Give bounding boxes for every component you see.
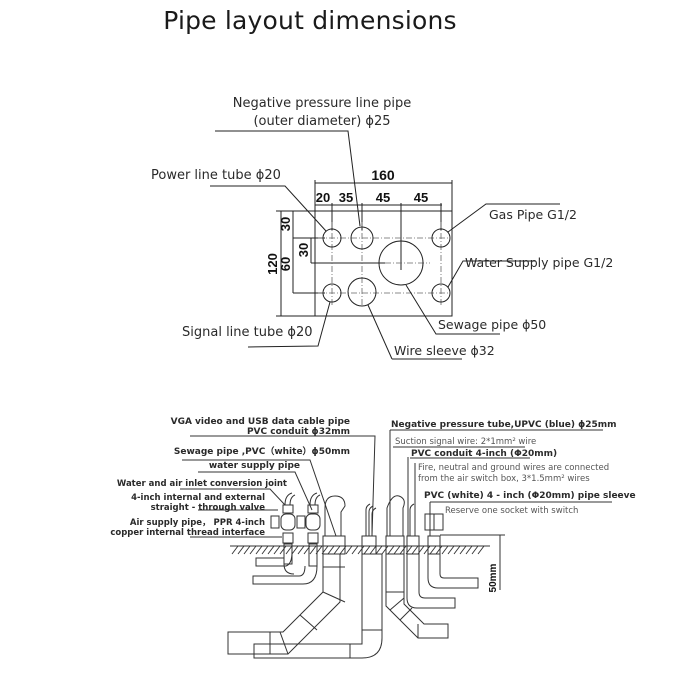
dim-160: 160 xyxy=(371,167,395,183)
air-valve xyxy=(255,492,296,575)
leader-water-supply xyxy=(447,260,535,288)
bottom-installation-diagram xyxy=(180,429,612,659)
sewage-pipe xyxy=(227,495,346,655)
dim-30a: 30 xyxy=(278,217,293,231)
leader-water-supply-pipe xyxy=(198,471,313,511)
label-power-line: Power line tube ϕ20 xyxy=(151,168,281,183)
label-negative-tube: Negative pressure tube,UPVC (blue) ϕ25mm xyxy=(391,420,617,430)
top-plate-diagram xyxy=(210,130,560,360)
label-wire-sleeve: Wire sleeve ϕ32 xyxy=(394,343,495,358)
label-conversion-joint: Water and air inlet conversion joint xyxy=(117,479,287,489)
dim-45a: 45 xyxy=(376,190,390,205)
dim-35: 35 xyxy=(339,190,353,205)
label-pvc-conduit: PVC conduit 4-inch (Φ20mm) xyxy=(411,449,557,459)
dim-20: 20 xyxy=(316,190,330,205)
label-air-supply-2: copper internal thread interface xyxy=(110,528,265,538)
label-vga-2: PVC conduit ϕ32mm xyxy=(247,427,350,437)
label-signal-line: Signal line tube ϕ20 xyxy=(182,325,313,340)
label-valve-2: straight - through valve xyxy=(151,503,266,513)
dim-60: 60 xyxy=(278,257,293,271)
label-depth-50mm: 50mm xyxy=(488,563,499,592)
wire-sleeve-hole xyxy=(347,277,377,307)
leader-power-line xyxy=(210,185,327,232)
leader-vga xyxy=(190,435,376,537)
negative-pressure-tube xyxy=(385,495,449,639)
label-fire-wires-1: Fire, neutral and ground wires are conne… xyxy=(418,463,609,473)
label-socket: Reserve one socket with switch xyxy=(445,506,578,516)
dim-120: 120 xyxy=(265,253,280,275)
gas-pipe-hole xyxy=(431,228,451,248)
leader-wire-sleeve xyxy=(367,304,393,360)
label-gas-pipe: Gas Pipe G1/2 xyxy=(489,207,577,222)
label-water-supply-pipe: water supply pipe xyxy=(209,461,300,471)
water-supply-hole xyxy=(431,283,451,303)
pvc-conduit xyxy=(406,503,456,609)
water-valve xyxy=(252,492,321,585)
leader-conversion-joint xyxy=(180,488,286,506)
page-title: Pipe layout dimensions xyxy=(163,6,457,35)
vga-conduit xyxy=(253,503,383,659)
dim-30b: 30 xyxy=(296,243,311,257)
sewage-pipe-hole xyxy=(378,240,424,286)
label-air-supply-1: Air supply pipe， PPR 4-inch xyxy=(130,518,265,528)
power-line-hole xyxy=(322,228,342,248)
label-vga-1: VGA video and USB data cable pipe xyxy=(171,417,350,427)
leader-sewage-pvc xyxy=(182,459,337,537)
leader-gas-pipe xyxy=(447,203,560,233)
label-valve-1: 4-inch internal and external xyxy=(131,493,265,503)
leader-sewage xyxy=(405,284,500,335)
label-pvc-sleeve: PVC (white) 4 - inch (Φ20mm) pipe sleeve xyxy=(424,491,636,501)
signal-line-hole xyxy=(322,283,342,303)
label-sewage-pipe: Sewage pipe ϕ50 xyxy=(438,317,546,332)
label-water-supply: Water Supply pipe G1/2 xyxy=(465,255,613,270)
label-sewage-pvc: Sewage pipe ,PVC（white）ϕ50mm xyxy=(174,446,350,457)
leader-signal-line xyxy=(247,301,331,348)
label-negative-pressure-2: (outer diameter) ϕ25 xyxy=(253,114,390,129)
label-negative-pressure-1: Negative pressure line pipe xyxy=(233,96,411,111)
bottom-labels: VGA video and USB data cable pipe PVC co… xyxy=(110,417,635,592)
label-fire-wires-2: from the air switch box, 3*1.5mm² wires xyxy=(418,474,590,484)
ground-hatch xyxy=(231,545,485,555)
label-suction-wire: Suction signal wire: 2*1mm² wire xyxy=(395,437,536,447)
top-labels: Negative pressure line pipe (outer diame… xyxy=(151,96,613,358)
socket-sleeve xyxy=(424,513,479,589)
dim-45b: 45 xyxy=(414,190,428,205)
leader-negative-pressure xyxy=(215,130,361,227)
negative-pressure-hole xyxy=(350,226,374,250)
